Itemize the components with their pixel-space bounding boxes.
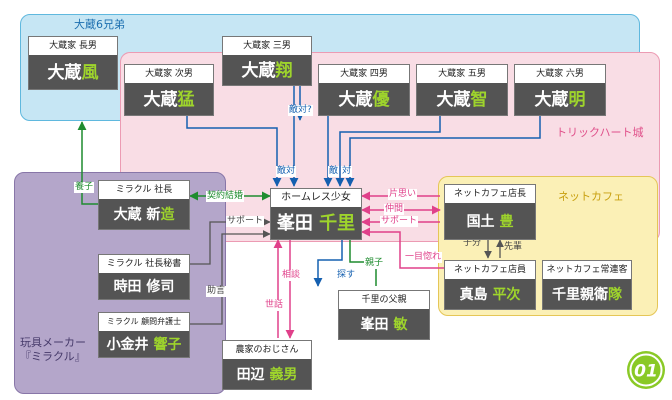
edge-hitomebore	[361, 227, 444, 269]
edge-kyoko-senri	[190, 230, 271, 325]
edge-label-sewa: 世話	[264, 300, 285, 311]
card-tanabe-yoshio[interactable]: 農家のおじさん 田辺 義男	[222, 340, 312, 390]
person-name: 大蔵優	[319, 83, 409, 115]
edge-label-tekitai1: 敵対	[276, 166, 297, 177]
role-label: 大蔵家 長男	[29, 37, 117, 55]
edge-label-hitomebore: 一目惚れ	[404, 252, 443, 263]
person-name: 千里親衛隊	[543, 279, 631, 309]
card-ookura-akira[interactable]: 大蔵家 六男 大蔵明	[514, 64, 606, 116]
person-name: 国土 豊	[445, 203, 535, 239]
person-name: 大蔵智	[417, 83, 507, 115]
edge-akira-senri	[345, 116, 541, 187]
edge-label-tekitai2: 敵	[328, 166, 340, 177]
role-label: ミラクル 顧問弁護士	[99, 313, 189, 331]
role-label: 大蔵家 四男	[319, 65, 409, 83]
role-label: ネットカフェ店員	[445, 261, 535, 279]
person-name: 田辺 義男	[223, 359, 311, 389]
person-name: 峯田 千里	[271, 207, 361, 239]
edge-label-sodan: 相談	[281, 270, 302, 281]
edge-label-tekitai-q: 敵対?	[288, 105, 313, 116]
card-ookura-masaru[interactable]: 大蔵家 四男 大蔵優	[318, 64, 410, 116]
card-senri-shineitai[interactable]: ネットカフェ常連客 千里親衛隊	[542, 260, 632, 310]
card-majima-heiji[interactable]: ネットカフェ店員 真島 平次	[444, 260, 536, 310]
card-koganei-kyoko[interactable]: ミラクル 顧問弁護士 小金井 響子	[98, 312, 190, 358]
edge-oyako	[349, 240, 377, 286]
person-name: 大蔵 新造	[99, 199, 189, 229]
person-name: 小金井 響子	[99, 331, 189, 357]
person-name: 峯田 敏	[339, 309, 429, 339]
card-ookura-shou[interactable]: 大蔵家 三男 大蔵翔	[222, 36, 312, 86]
person-name: 大蔵明	[515, 83, 605, 115]
role-label: 千里の父親	[339, 291, 429, 309]
role-label: ミラクル 社長秘書	[99, 255, 189, 273]
group-label-trick: トリックハート城	[556, 126, 644, 139]
edge-satoru-senri	[335, 116, 441, 187]
role-label: 大蔵家 六男	[515, 65, 605, 83]
card-kokudo-yutaka[interactable]: ネットカフェ店長 国土 豊	[444, 184, 536, 240]
edge-shinzo-fu	[77, 121, 98, 205]
role-label: 大蔵家 五男	[417, 65, 507, 83]
episode-number-emblem: 01	[627, 351, 665, 389]
edge-label-oyako: 親子	[364, 258, 385, 269]
card-mineta-senri[interactable]: ホームレス少女 峯田 千里	[270, 188, 362, 240]
edge-label-jogen: 助言	[206, 286, 227, 297]
card-ookura-shinzo[interactable]: ミラクル 社長 大蔵 新造	[98, 180, 190, 230]
edge-label-nakama: 仲間	[384, 204, 405, 215]
edge-label-sagasu: 探す	[336, 270, 357, 281]
role-label: 農家のおじさん	[223, 341, 311, 359]
person-name: 大蔵翔	[223, 55, 311, 85]
edge-senri-toshi	[313, 240, 343, 287]
edge-label-kataomoi: 片思い	[388, 189, 418, 200]
person-name: 時田 修司	[99, 273, 189, 299]
person-name: 大蔵猛	[125, 83, 213, 115]
role-label: ホームレス少女	[271, 189, 361, 207]
edge-label-yoshi: 養子	[74, 182, 95, 193]
role-label: ネットカフェ店長	[445, 185, 535, 203]
edge-label-support1: サポート	[226, 216, 265, 227]
group-label-miracle: 玩具メーカー 『ミラクル』	[20, 336, 86, 363]
person-name: 大蔵風	[29, 55, 117, 89]
group-label-ookura: 大蔵6兄弟	[74, 18, 125, 31]
role-label: 大蔵家 三男	[223, 37, 311, 55]
edge-label-tekitai3: 対	[341, 166, 353, 177]
card-ookura-takeshi[interactable]: 大蔵家 次男 大蔵猛	[124, 64, 214, 116]
card-mineta-toshi[interactable]: 千里の父親 峯田 敏	[338, 290, 430, 340]
edge-label-keiyaku: 契約結婚	[206, 191, 245, 202]
edge-label-senpai: 先輩	[504, 242, 523, 252]
role-label: ミラクル 社長	[99, 181, 189, 199]
card-ookura-satoru[interactable]: 大蔵家 五男 大蔵智	[416, 64, 508, 116]
episode-number-text: 01	[634, 362, 658, 382]
edge-takeshi-senri	[186, 116, 282, 187]
person-name: 真島 平次	[445, 279, 535, 309]
role-label: 大蔵家 次男	[125, 65, 213, 83]
card-ookura-fu[interactable]: 大蔵家 長男 大蔵風	[28, 36, 118, 90]
edge-label-support2: サポート	[380, 216, 419, 227]
card-tokita-shuji[interactable]: ミラクル 社長秘書 時田 修司	[98, 254, 190, 300]
role-label: ネットカフェ常連客	[543, 261, 631, 279]
group-label-cafe: ネットカフェ	[558, 190, 624, 203]
edge-shuji-senri	[190, 218, 271, 265]
edge-label-kobun: 子分	[463, 238, 482, 248]
